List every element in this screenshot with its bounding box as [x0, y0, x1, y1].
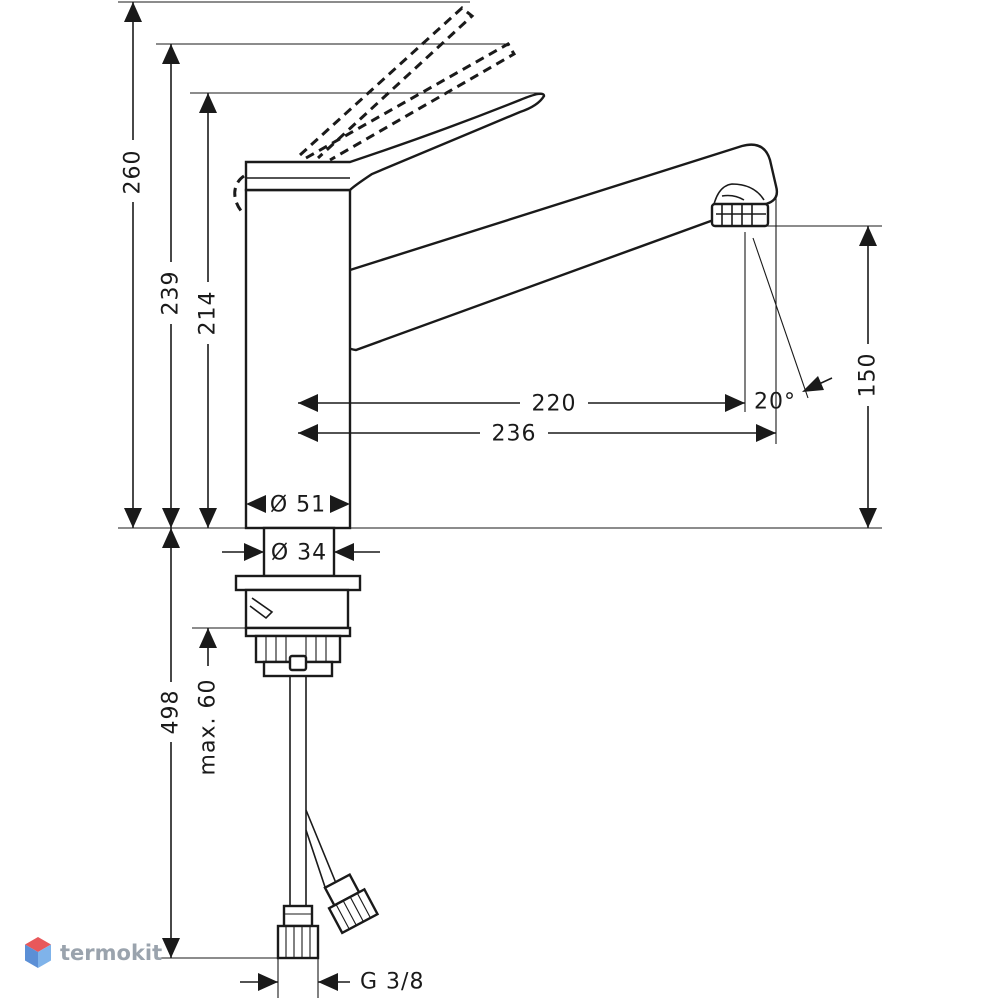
dim-max-deck: max. 60: [196, 679, 221, 776]
dim-spout-height: 150: [856, 353, 881, 398]
extension-lines: [118, 1, 882, 998]
dim-body-diameter: Ø 51: [270, 493, 326, 518]
dim-spray-angle: 20°: [754, 390, 796, 415]
watermark: termokit: [24, 936, 162, 970]
faucet-outline: [244, 92, 779, 530]
lever-alternate-positions: [233, 6, 517, 213]
dim-lever-height: 239: [159, 271, 184, 316]
dim-reach-inner: 220: [532, 392, 577, 417]
mounting-assembly: [234, 526, 380, 960]
dim-connection-thread: G 3/8: [360, 970, 424, 995]
dim-overall-height: 260: [121, 150, 146, 195]
dim-mount-diameter: Ø 34: [271, 541, 327, 566]
dim-reach-outer: 236: [492, 422, 537, 447]
dim-below-deck: 498: [159, 690, 184, 735]
dim-body-height: 214: [196, 291, 221, 336]
label-masks: [120, 140, 881, 782]
termokit-logo-icon: [25, 937, 51, 968]
watermark-brand-text: termokit: [60, 941, 163, 965]
